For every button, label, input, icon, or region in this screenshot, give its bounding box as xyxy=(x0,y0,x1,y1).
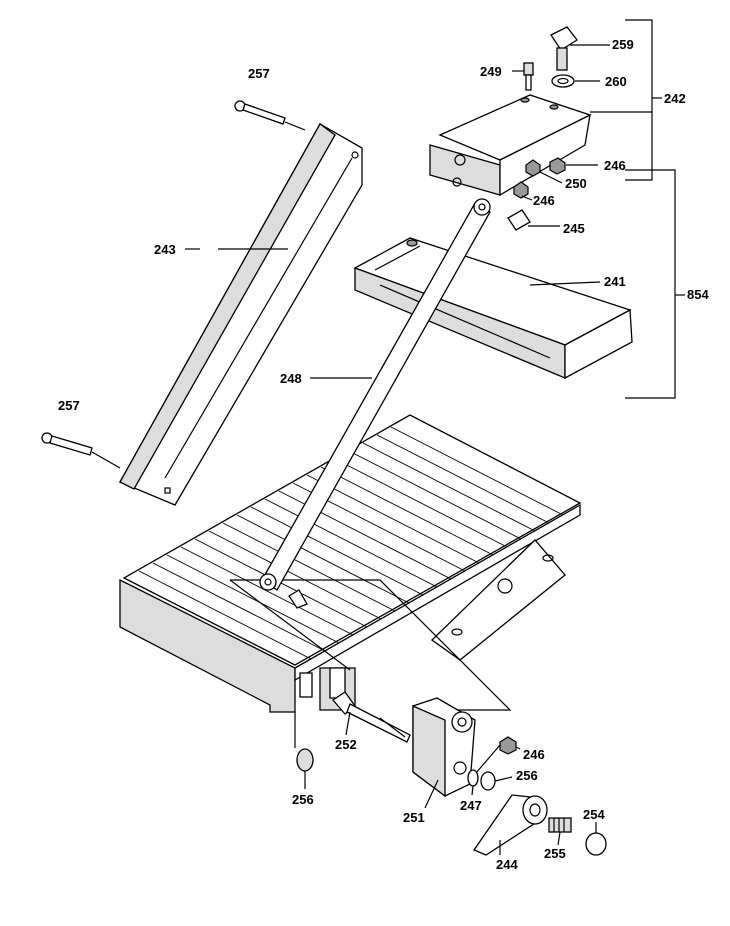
part-252-screw xyxy=(332,691,411,743)
label-243: 243 xyxy=(154,242,176,257)
label-247: 247 xyxy=(460,798,482,813)
label-242: 242 xyxy=(664,91,686,106)
label-259: 259 xyxy=(612,37,634,52)
part-259-knob xyxy=(550,26,578,71)
label-246-b: 246 xyxy=(533,193,555,208)
part-256-spacer-b xyxy=(480,771,496,791)
bracket-lines xyxy=(625,19,685,399)
part-245-pin xyxy=(507,209,531,231)
table-pin xyxy=(288,589,308,609)
label-255: 255 xyxy=(544,846,566,861)
label-257-a: 257 xyxy=(248,66,270,81)
label-250: 250 xyxy=(565,176,587,191)
label-244: 244 xyxy=(496,857,518,872)
table-grooves xyxy=(138,426,564,660)
leader-lines xyxy=(185,44,652,855)
part-247-washer xyxy=(467,769,479,787)
part-251-block xyxy=(412,697,476,798)
label-241: 241 xyxy=(604,274,626,289)
label-246-a: 246 xyxy=(604,158,626,173)
label-252: 252 xyxy=(335,737,357,752)
part-255-spring xyxy=(548,817,572,833)
part-246-nut-c xyxy=(499,736,517,755)
label-260: 260 xyxy=(605,74,627,89)
label-257-b: 257 xyxy=(58,398,80,413)
part-249-screw xyxy=(523,62,534,91)
label-256-b: 256 xyxy=(516,768,538,783)
part-260-washer xyxy=(551,74,575,88)
part-241-fence xyxy=(353,237,633,380)
part-246-nut-b xyxy=(513,181,529,199)
part-248-support-arm xyxy=(259,198,491,591)
part-256-spacer-a xyxy=(296,748,314,772)
part-246-nut-a xyxy=(549,157,566,175)
part-242-clamp-head xyxy=(429,94,592,197)
label-254: 254 xyxy=(583,807,605,822)
label-246-c: 246 xyxy=(523,747,545,762)
label-256-a: 256 xyxy=(292,792,314,807)
label-248: 248 xyxy=(280,371,302,386)
label-854: 854 xyxy=(687,287,709,302)
part-257-bolt-a xyxy=(234,100,306,131)
part-243-guard xyxy=(119,123,363,506)
part-257-bolt-b xyxy=(41,432,121,469)
part-254-cap xyxy=(585,832,607,856)
table-base xyxy=(119,414,582,713)
label-249: 249 xyxy=(480,64,502,79)
part-244-lever xyxy=(473,794,548,856)
label-245: 245 xyxy=(563,221,585,236)
label-251: 251 xyxy=(403,810,425,825)
